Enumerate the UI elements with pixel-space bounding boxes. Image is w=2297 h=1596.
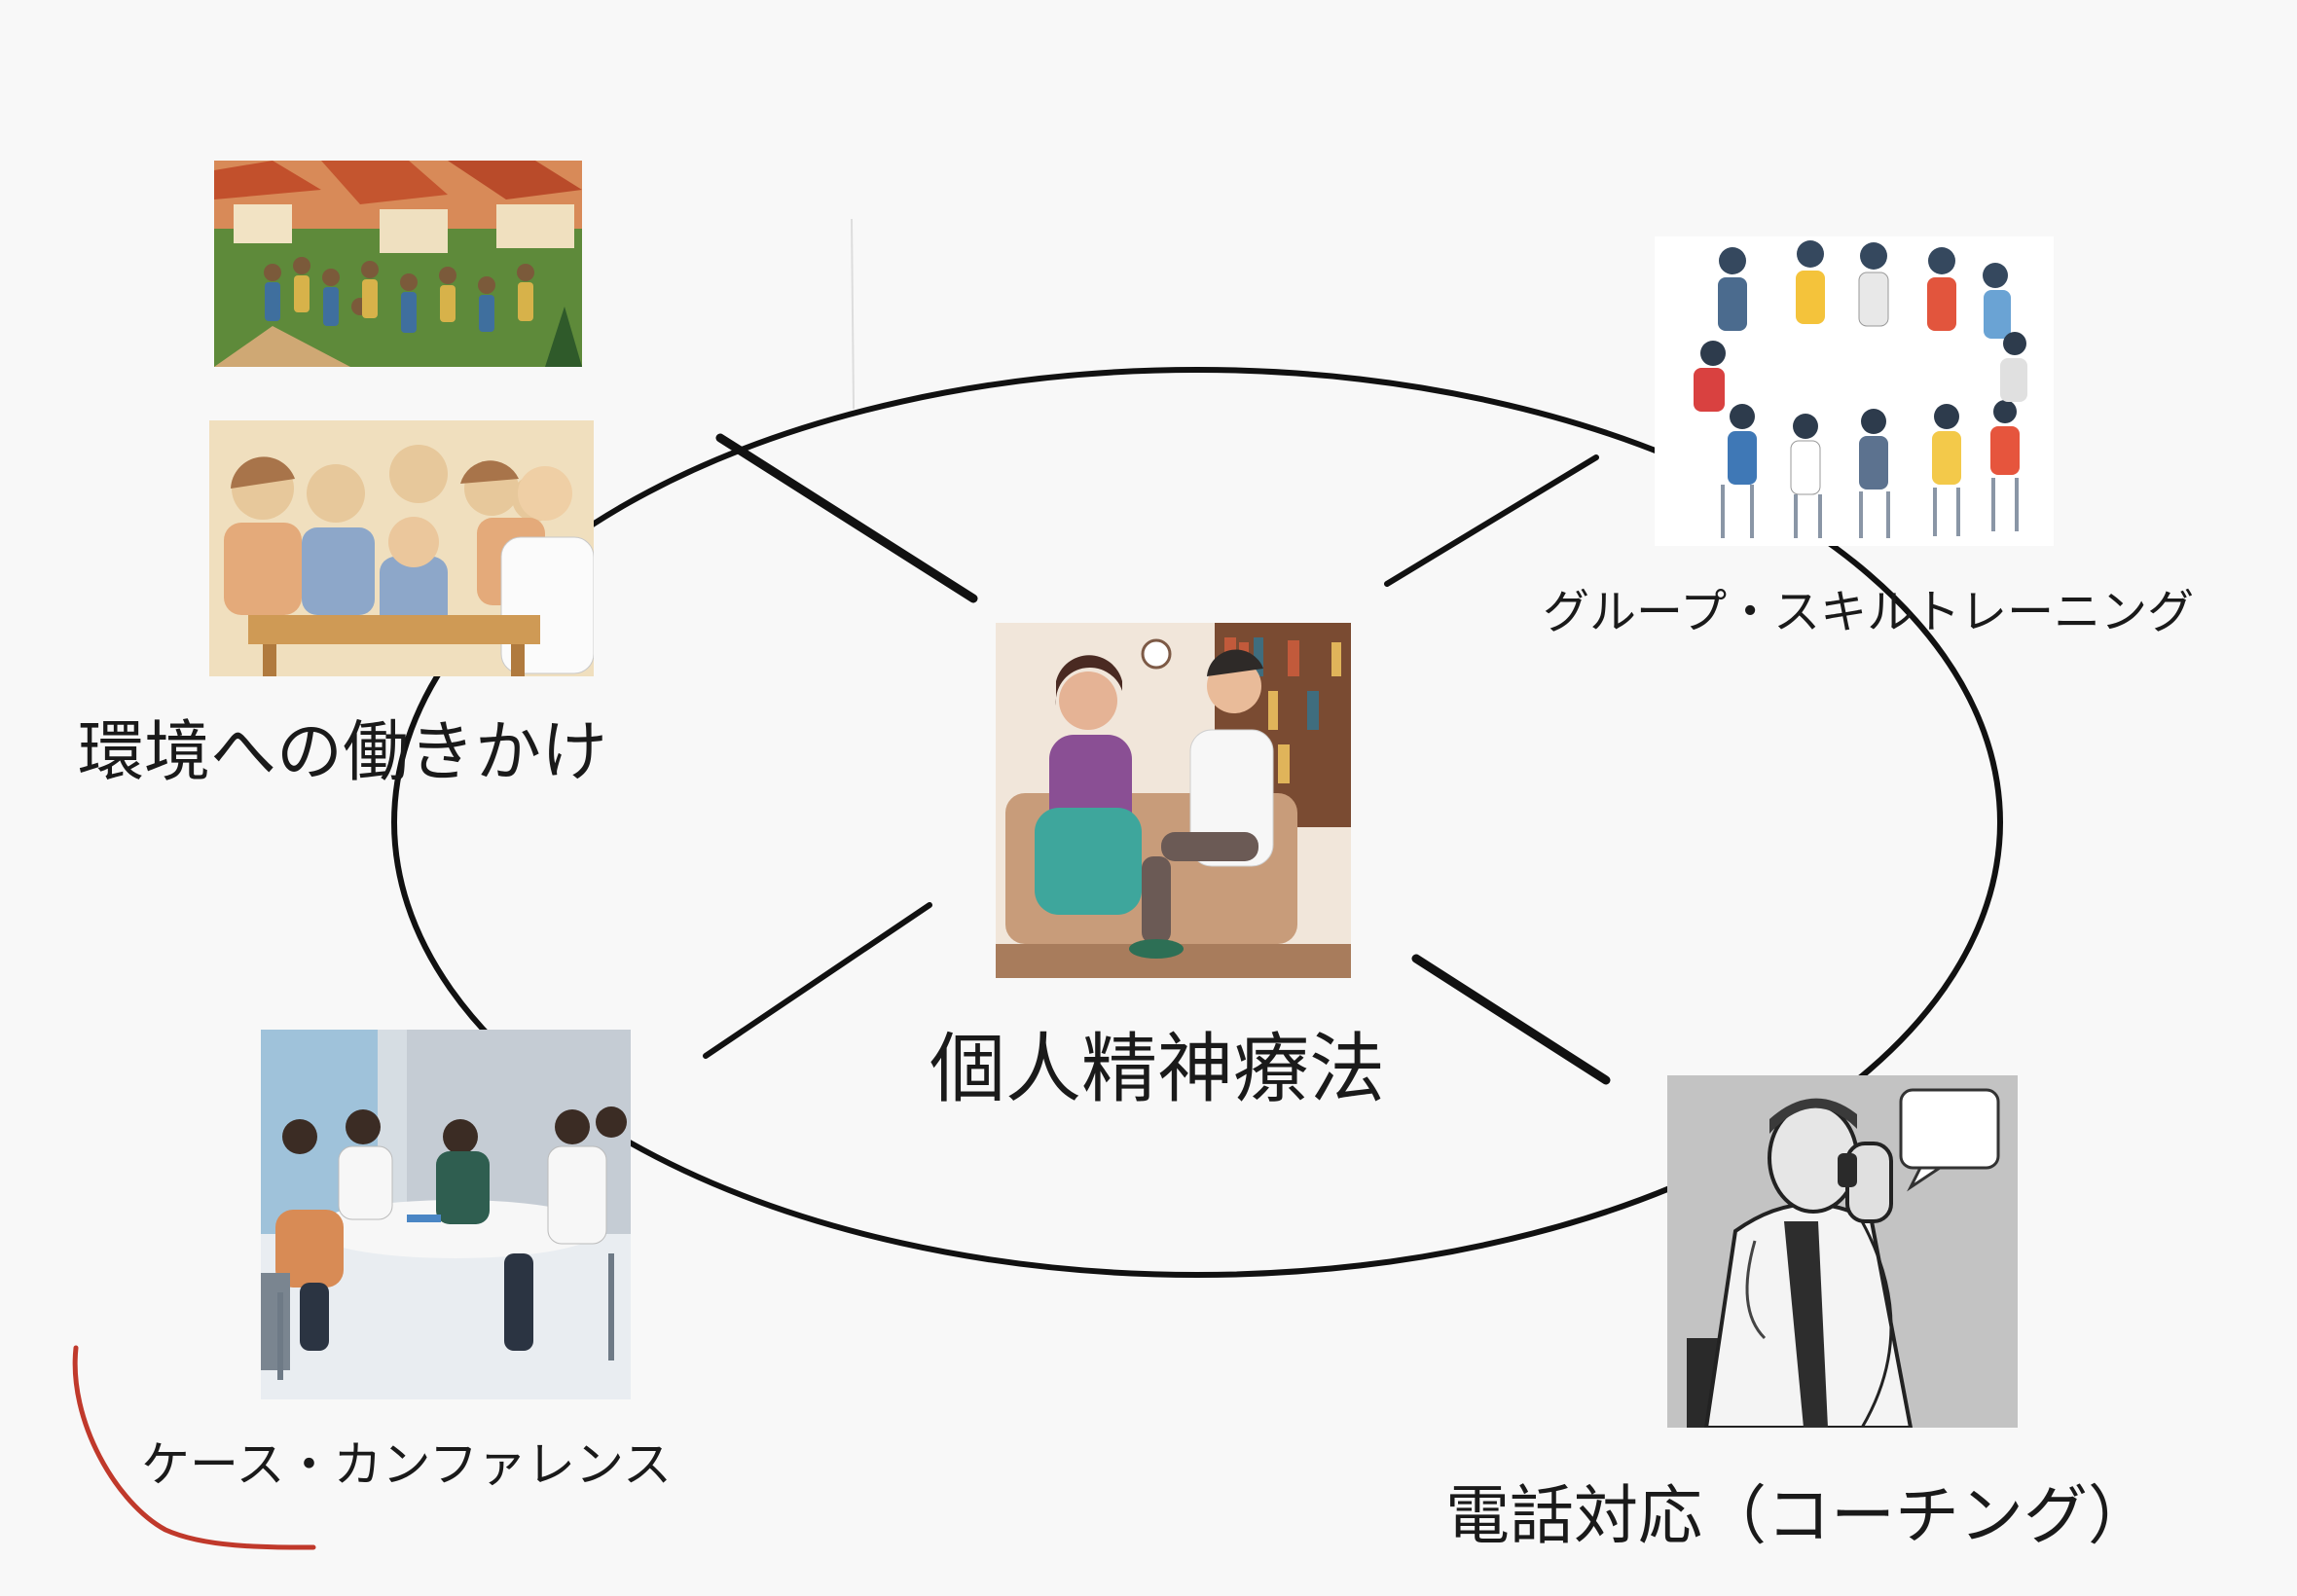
spoke-line-top-left [715, 433, 978, 603]
spoke-line-top-right [1384, 454, 1599, 587]
cycle-ellipse [391, 367, 2003, 1278]
phone-coaching-label: 電話対応（コーチング） [1445, 1478, 2152, 1553]
doctor-on-phone-illustration [1667, 1075, 2018, 1428]
family-meeting-illustration [209, 420, 594, 676]
case-conference-label: ケース・カンファレンス [141, 1436, 672, 1493]
spoke-line-bottom-left [703, 902, 932, 1059]
faint-stroke [851, 218, 855, 410]
team-conference-illustration [261, 1030, 631, 1399]
individual-therapy-illustration [996, 623, 1351, 978]
environment-label: 環境への働きかけ [78, 714, 608, 791]
group-skills-label: グループ・スキルトレーニング [1543, 585, 2195, 639]
spoke-line-bottom-right [1411, 954, 1611, 1085]
neighborhood-community-illustration [214, 161, 582, 367]
individual-therapy-label: 個人精神療法 [930, 1026, 1386, 1113]
group-circle-illustration [1655, 236, 2054, 546]
red-annotation-stroke [72, 1345, 316, 1550]
